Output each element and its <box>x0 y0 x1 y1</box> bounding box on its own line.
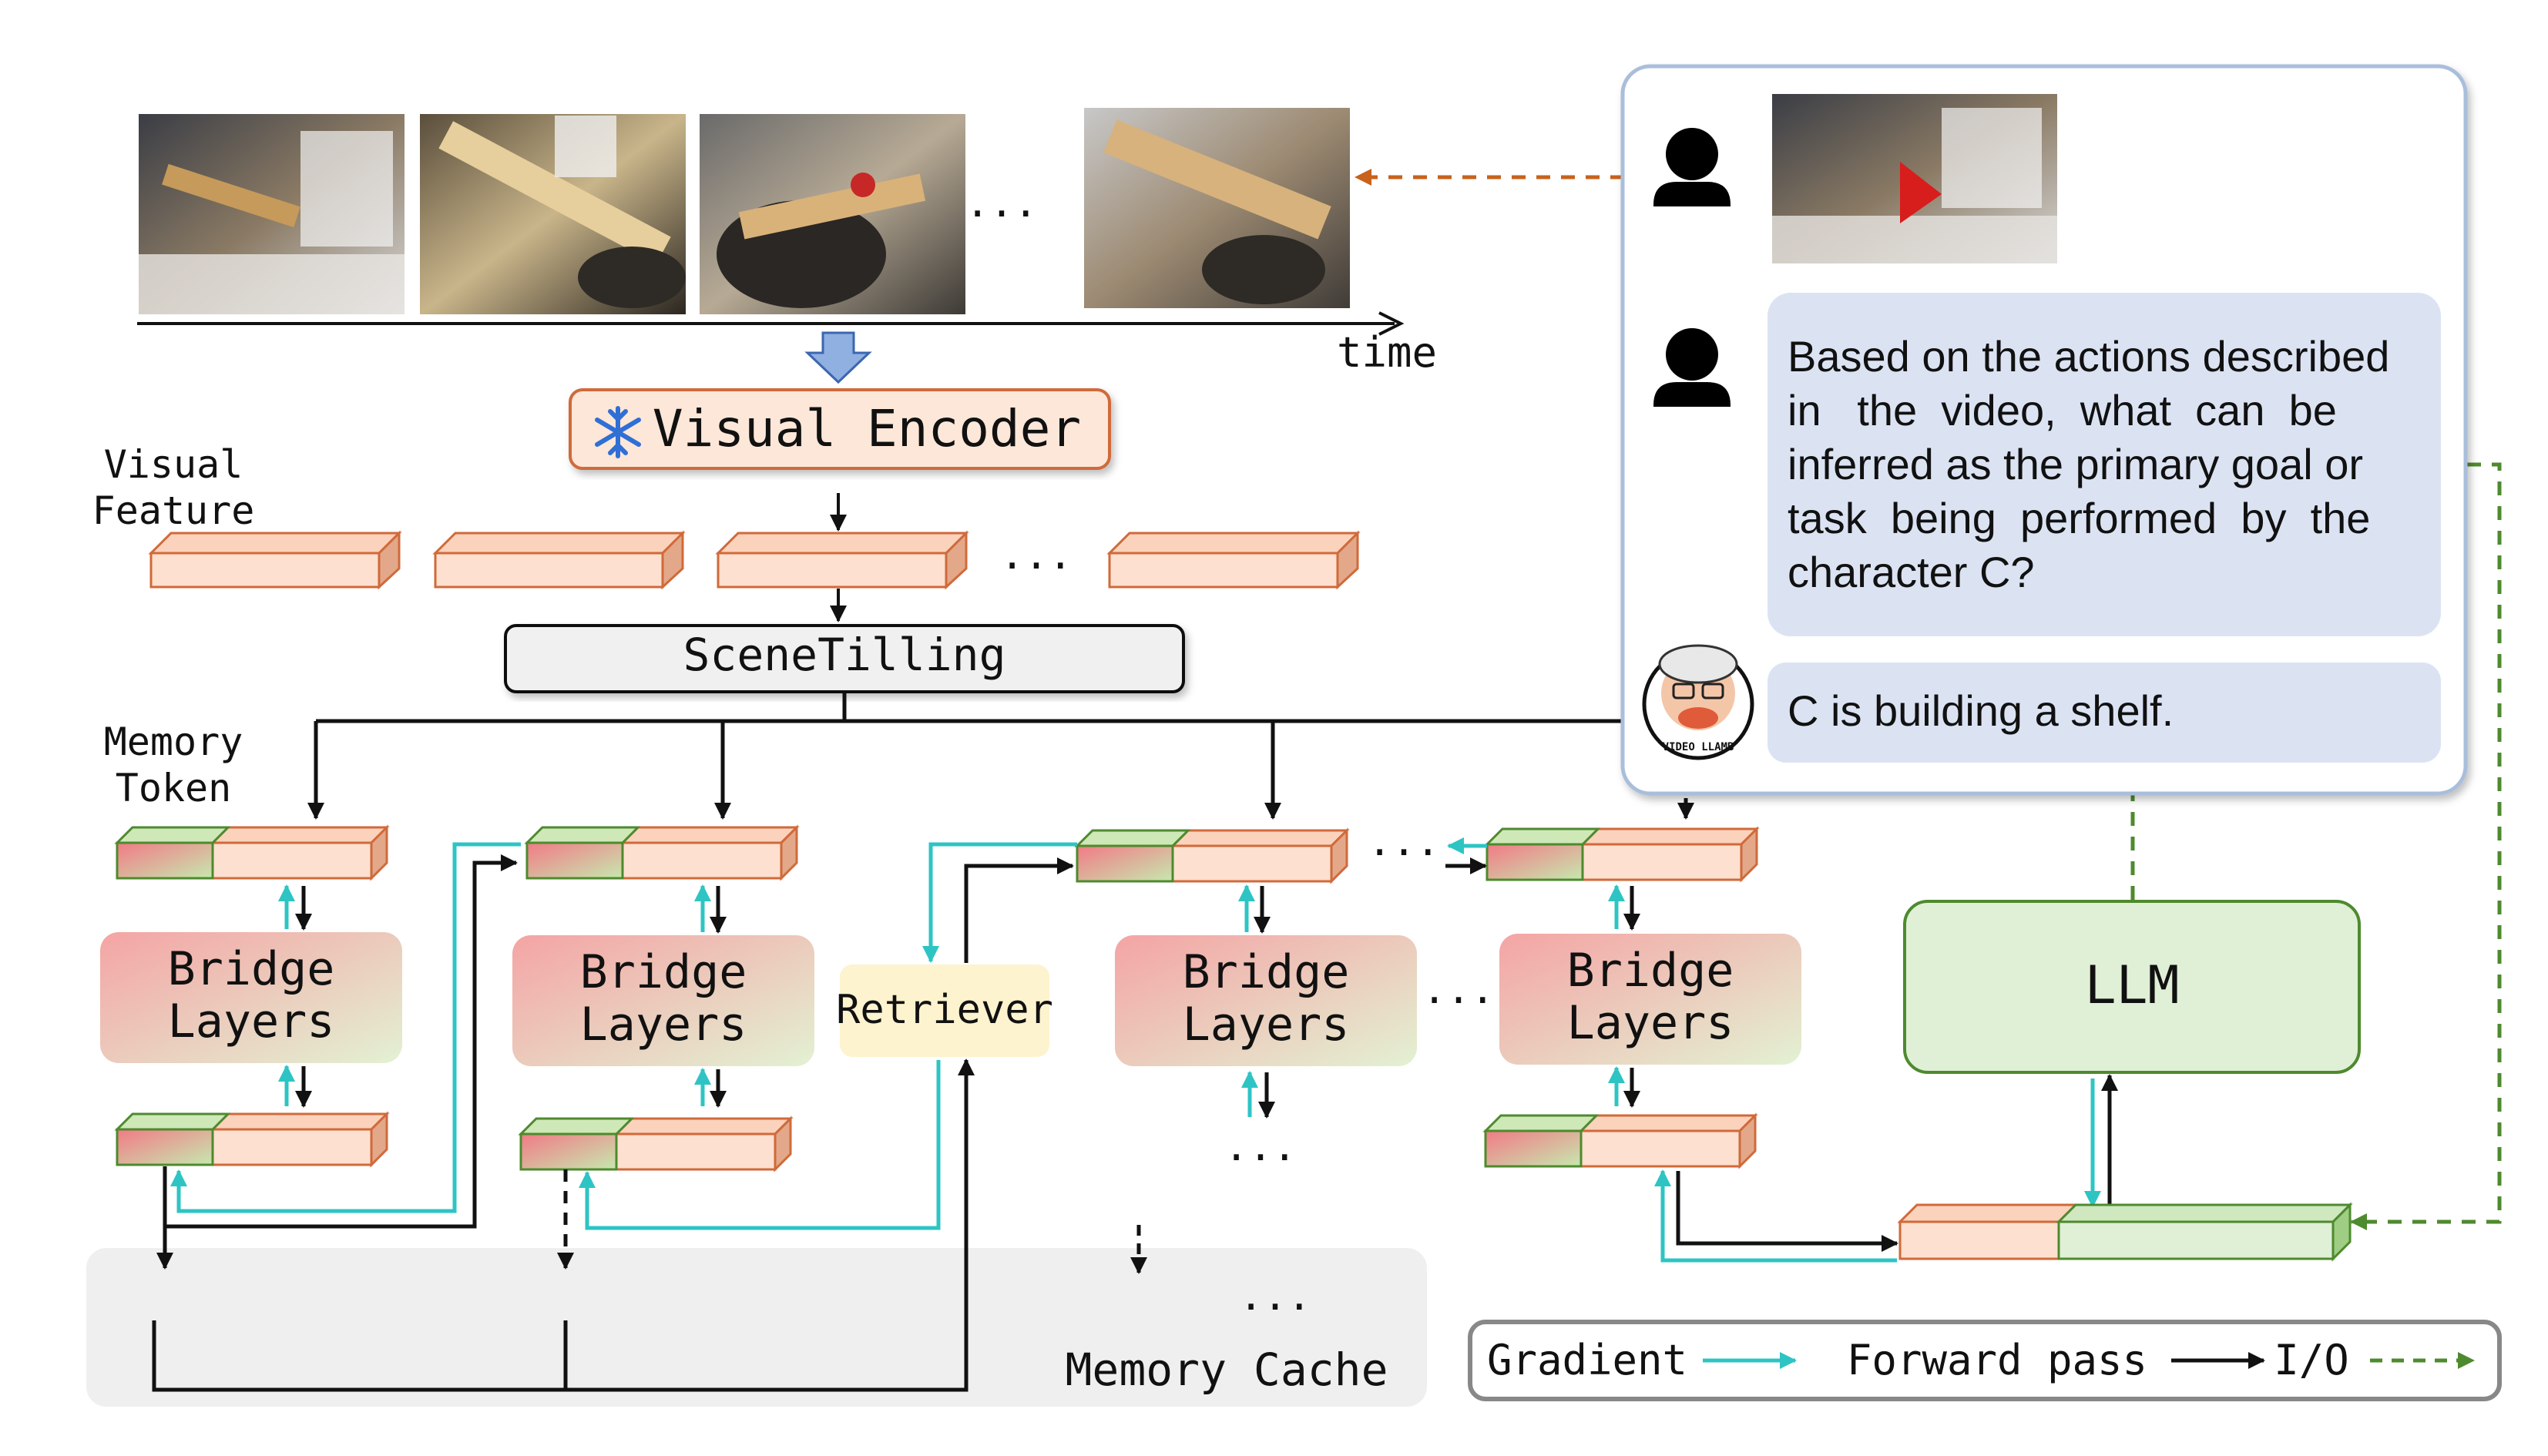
visual-feature-bars <box>148 530 1361 590</box>
memory-token <box>1484 826 1760 883</box>
retriever-block: Retriever <box>836 965 1053 1057</box>
video-frame <box>139 114 405 314</box>
legend-forward-label: Forward pass <box>1847 1336 2147 1384</box>
visual-encoder-block: Visual Encoder <box>569 388 1111 470</box>
bridge-layers-block: Bridge Layers <box>512 935 814 1066</box>
legend-gradient-label: Gradient <box>1487 1336 1687 1384</box>
question-text: Based on the actions described in the vi… <box>1788 332 2389 596</box>
question-line: in the video, what can be <box>1788 386 2337 434</box>
time-axis-arrowhead <box>1378 311 1405 336</box>
question-bubble <box>1767 293 2441 636</box>
scenetilling-block: SceneTilling <box>504 624 1185 693</box>
llm-block: LLM <box>1903 900 2361 1074</box>
frames-ellipsis: ··· <box>965 191 1038 237</box>
question-line: task being performed by the <box>1788 494 2370 542</box>
feature-bar <box>1106 530 1361 590</box>
legend: Gradient Forward pass I/O <box>1468 1320 2502 1401</box>
video-thumbnail[interactable] <box>1772 94 2057 263</box>
bridge-label-line2: Layers <box>1567 996 1734 1050</box>
question-line: Based on the actions described <box>1788 332 2389 381</box>
chat-panel: Based on the actions described in the vi… <box>1620 64 2468 796</box>
memory-token-label-line1: Memory <box>104 720 243 764</box>
video-frame <box>420 114 686 314</box>
visual-feature-label-line2: Feature <box>92 488 255 533</box>
feature-ellipsis: ··· <box>1000 543 1073 589</box>
bottom-ellipsis: ··· <box>1224 1135 1297 1181</box>
llm-label: LLM <box>2085 955 2180 1016</box>
bridge-layers-block: Bridge Layers <box>1499 934 1801 1065</box>
user-icon <box>1653 128 1731 206</box>
answer-text: C is building a shelf. <box>1788 686 2174 735</box>
memory-token <box>1482 1112 1758 1169</box>
bridge-label-line2: Layers <box>168 995 335 1048</box>
bridge-label-line1: Bridge <box>1567 944 1734 998</box>
bridge-label-line1: Bridge <box>168 942 335 996</box>
avatar-badge: VIDEO LLAMB <box>1663 741 1734 753</box>
memory-token <box>114 1111 390 1168</box>
visual-encoder-label: Visual Encoder <box>653 399 1081 458</box>
answer-bubble <box>1767 663 2441 763</box>
snowflake-icon <box>595 406 641 458</box>
bridge-label-line1: Bridge <box>580 945 747 999</box>
memory-token <box>524 824 800 881</box>
scenetilling-label: SceneTilling <box>683 629 1005 681</box>
bridge-ellipsis: ··· <box>1422 978 1495 1024</box>
assistant-avatar: VIDEO LLAMB <box>1642 644 1754 760</box>
cache-ellipsis: ··· <box>1239 1284 1311 1330</box>
memory-token <box>114 824 390 881</box>
bridge-label-line2: Layers <box>580 998 747 1052</box>
question-line: inferred as the primary goal or <box>1788 440 2363 488</box>
memory-token <box>518 1115 794 1173</box>
llm-input-tokens <box>1897 1202 2353 1262</box>
video-frame <box>700 114 965 314</box>
question-line: character C? <box>1788 548 2035 596</box>
encode-arrow-icon <box>804 331 872 384</box>
feature-bar <box>715 530 969 590</box>
bridge-label-line1: Bridge <box>1183 945 1350 999</box>
scenetilling-distribution-arrows <box>307 693 1694 820</box>
feature-bar <box>148 530 402 590</box>
video-frame <box>1084 108 1350 308</box>
token-ellipsis: ··· <box>1368 830 1440 876</box>
legend-io-label: I/O <box>2274 1336 2349 1384</box>
bridge-layers-blocks: Bridge Layers Bridge Layers Bridge Layer… <box>100 932 1801 1066</box>
retriever-label: Retriever <box>836 987 1053 1033</box>
bridge-layers-block: Bridge Layers <box>1115 935 1417 1066</box>
memory-token-label-line2: Token <box>116 766 232 810</box>
play-icon[interactable] <box>1900 162 1942 223</box>
bridge-layers-block: Bridge Layers <box>100 932 402 1063</box>
memory-token <box>1074 827 1350 884</box>
bridge-label-line2: Layers <box>1183 998 1350 1052</box>
video-frames: ··· <box>139 108 1350 314</box>
user-icon <box>1653 328 1731 407</box>
visual-feature-label-line1: Visual <box>104 442 243 487</box>
memory-cache-label: Memory Cache <box>1065 1344 1388 1396</box>
time-label: time <box>1337 328 1437 377</box>
connection-arrows <box>152 169 2502 1392</box>
memory-cache-panel: Memory Cache ··· <box>86 1248 1427 1407</box>
feature-bar <box>432 530 686 590</box>
